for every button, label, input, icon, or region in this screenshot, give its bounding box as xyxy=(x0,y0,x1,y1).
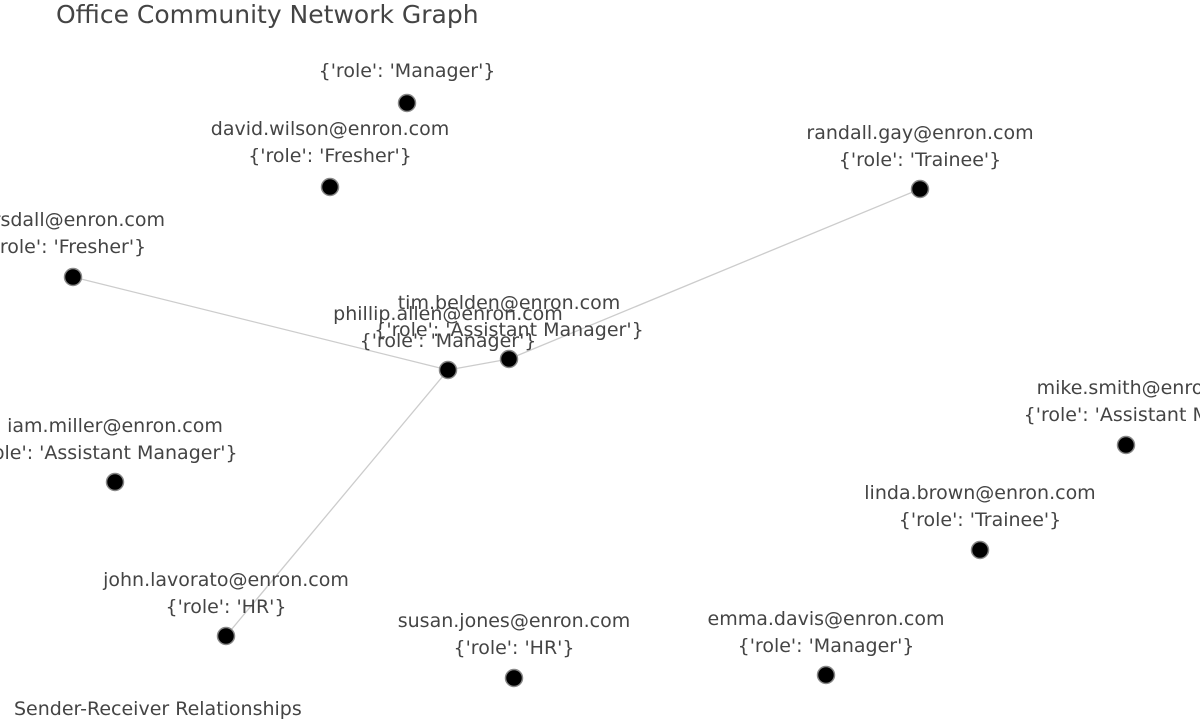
node-email: emma.davis@enron.com xyxy=(708,608,945,630)
edge-tim-randall xyxy=(508,188,921,360)
node-email: arsdall@enron.com xyxy=(0,209,165,231)
node-david[interactable] xyxy=(320,177,340,197)
node-role: role': 'Fresher'} xyxy=(0,236,146,258)
node-email: randall.gay@enron.com xyxy=(806,122,1033,144)
node-email: david.wilson@enron.com xyxy=(211,118,449,140)
node-email: mike.smith@enron xyxy=(1037,377,1200,399)
node-role: {'role': 'Assistant Manager'} xyxy=(374,319,643,341)
node-role: {'role': 'HR'} xyxy=(166,596,287,618)
edge-phillip-john xyxy=(225,369,449,637)
node-randall[interactable] xyxy=(910,179,930,199)
node-label-emma: emma.davis@enron.com {'role': 'Manager'} xyxy=(708,608,945,657)
node-email: phillip.allen@enron.com xyxy=(333,303,563,325)
node-label-william: iam.miller@enron.com ble': 'Assistant Man… xyxy=(0,415,238,464)
graph-caption: Sender-Receiver Relationships xyxy=(14,698,302,720)
node-role: {'role': 'Trainee'} xyxy=(839,149,1001,171)
node-linda[interactable] xyxy=(970,540,990,560)
node-label-susan: susan.jones@enron.com {'role': 'HR'} xyxy=(398,610,631,659)
node-email: john.lavorato@enron.com xyxy=(102,569,349,591)
node-label-linda: linda.brown@enron.com {'role': 'Trainee'} xyxy=(864,482,1095,531)
node-role: {'role': 'Assistant Mar xyxy=(1024,404,1200,426)
node-role: {'role': 'Manager'} xyxy=(360,330,537,352)
node-role: {'role': 'HR'} xyxy=(454,637,575,659)
node-mike[interactable] xyxy=(1116,435,1136,455)
label-layer: {'role': 'Manager'} david.wilson@enron.co… xyxy=(0,60,1200,659)
node-label-david: david.wilson@enron.com {'role': 'Fresher'… xyxy=(211,118,449,167)
node-layer xyxy=(63,93,1136,688)
node-susan[interactable] xyxy=(504,668,524,688)
node-label-phillip: phillip.allen@enron.com {'role': 'Manager… xyxy=(333,303,563,352)
node-email: iam.miller@enron.com xyxy=(7,415,223,437)
edge-phillip-tim xyxy=(447,358,510,371)
node-role: {'role': 'Manager'} xyxy=(738,635,915,657)
node-top[interactable] xyxy=(397,93,417,113)
node-label-arsdall: arsdall@enron.com role': 'Fresher'} xyxy=(0,209,165,258)
node-role: {'role': 'Manager'} xyxy=(319,60,496,82)
node-label-randall: randall.gay@enron.com {'role': 'Trainee'} xyxy=(806,122,1033,171)
node-label-tim: tim.belden@enron.com {'role': 'Assistant … xyxy=(374,292,643,341)
node-email: susan.jones@enron.com xyxy=(398,610,631,632)
node-email: tim.belden@enron.com xyxy=(398,292,621,314)
node-email: linda.brown@enron.com xyxy=(864,482,1095,504)
edge-layer xyxy=(72,188,921,637)
node-arsdall[interactable] xyxy=(63,267,83,287)
node-emma[interactable] xyxy=(816,665,836,685)
node-label-mike: mike.smith@enron {'role': 'Assistant Mar xyxy=(1024,377,1200,426)
edge-arsdall-phillip xyxy=(72,276,449,371)
graph-title: Office Community Network Graph xyxy=(56,0,479,29)
node-role: {'role': 'Trainee'} xyxy=(899,509,1061,531)
node-role: ble': 'Assistant Manager'} xyxy=(0,442,238,464)
node-role: {'role': 'Fresher'} xyxy=(248,145,412,167)
node-john[interactable] xyxy=(216,626,236,646)
node-phillip[interactable] xyxy=(438,360,458,380)
node-tim[interactable] xyxy=(499,349,519,369)
node-label-john: john.lavorato@enron.com {'role': 'HR'} xyxy=(102,569,349,618)
node-william[interactable] xyxy=(105,472,125,492)
node-label-top: {'role': 'Manager'} xyxy=(319,60,496,82)
